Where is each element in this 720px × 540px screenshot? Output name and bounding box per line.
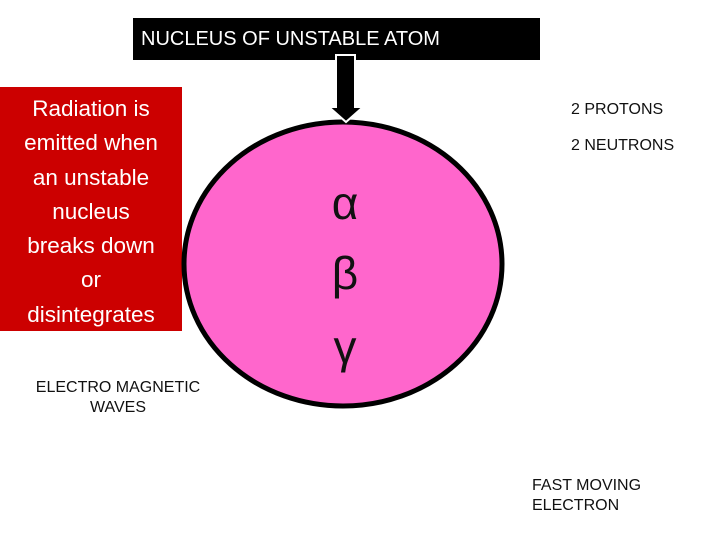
beta-line-1: FAST MOVING xyxy=(532,477,642,494)
definition-line: breaks down xyxy=(27,233,155,259)
alpha-protons-label: 2 PROTONS xyxy=(571,101,664,118)
alpha-symbol: α xyxy=(331,177,359,229)
definition-line: disintegrates xyxy=(27,301,155,327)
nucleus-ellipse xyxy=(181,119,505,409)
title-banner: NUCLEUS OF UNSTABLE ATOM xyxy=(133,18,540,60)
definition-line: Radiation is xyxy=(32,96,150,121)
gamma-line-2: WAVES xyxy=(89,399,146,416)
definition-line: emitted when xyxy=(24,130,158,156)
definition-line: nucleus xyxy=(52,198,130,224)
beta-line-2: ELECTRON xyxy=(532,497,620,514)
gamma-line-1: ELECTRO MAGNETIC xyxy=(35,379,201,396)
alpha-neutrons-label: 2 NEUTRONS xyxy=(571,137,675,154)
down-arrow-icon xyxy=(326,54,366,124)
beta-symbol: β xyxy=(331,247,359,299)
definition-box: Radiation is emitted when an unstable nu… xyxy=(0,87,182,331)
definition-line: or xyxy=(80,267,101,293)
gamma-symbol: γ xyxy=(333,321,357,373)
definition-line: an unstable xyxy=(32,164,150,190)
beta-description: FAST MOVING ELECTRON xyxy=(532,476,641,516)
gamma-description: ELECTRO MAGNETIC WAVES xyxy=(12,378,224,418)
